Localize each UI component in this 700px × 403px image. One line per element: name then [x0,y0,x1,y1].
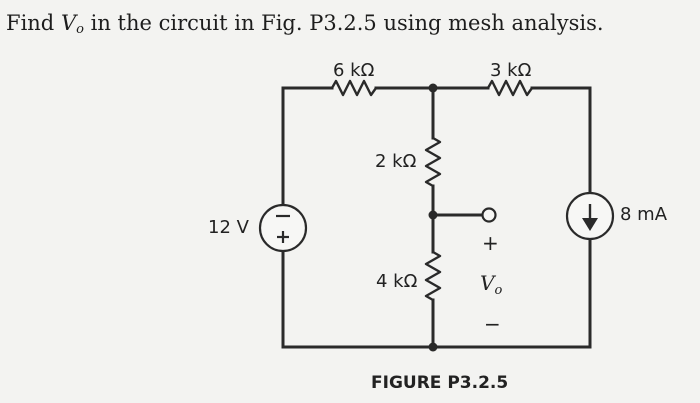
resistor-2k [424,136,442,188]
problem-statement: Find Vo in the circuit in Fig. P3.2.5 us… [6,10,604,43]
junction-top [428,83,438,93]
label-2k: 2 kΩ [375,151,417,172]
label-3k: 3 kΩ [490,60,532,81]
output-minus: − [484,312,501,336]
label-6k: 6 kΩ [333,60,375,81]
voltage-source-12v [258,203,308,253]
resistor-6k [330,79,377,97]
current-source-8ma [565,191,615,241]
output-terminal [481,207,497,223]
resistor-4k [424,250,442,302]
output-plus: + [482,231,499,255]
problem-variable: Vo [60,11,84,37]
label-12v: 12 V [208,217,250,238]
arrow-down-icon [582,218,598,231]
problem-prefix: Find [6,11,61,35]
label-4k: 4 kΩ [376,271,418,292]
figure-caption: FIGURE P3.2.5 [371,373,508,393]
problem-suffix: in the circuit in Fig. P3.2.5 using mesh… [83,11,604,35]
resistor-3k [486,79,533,97]
output-voltage-label: Vo [480,271,502,298]
label-8ma: 8 mA [620,204,668,225]
junction-middle [428,210,438,220]
junction-bottom [428,342,438,352]
